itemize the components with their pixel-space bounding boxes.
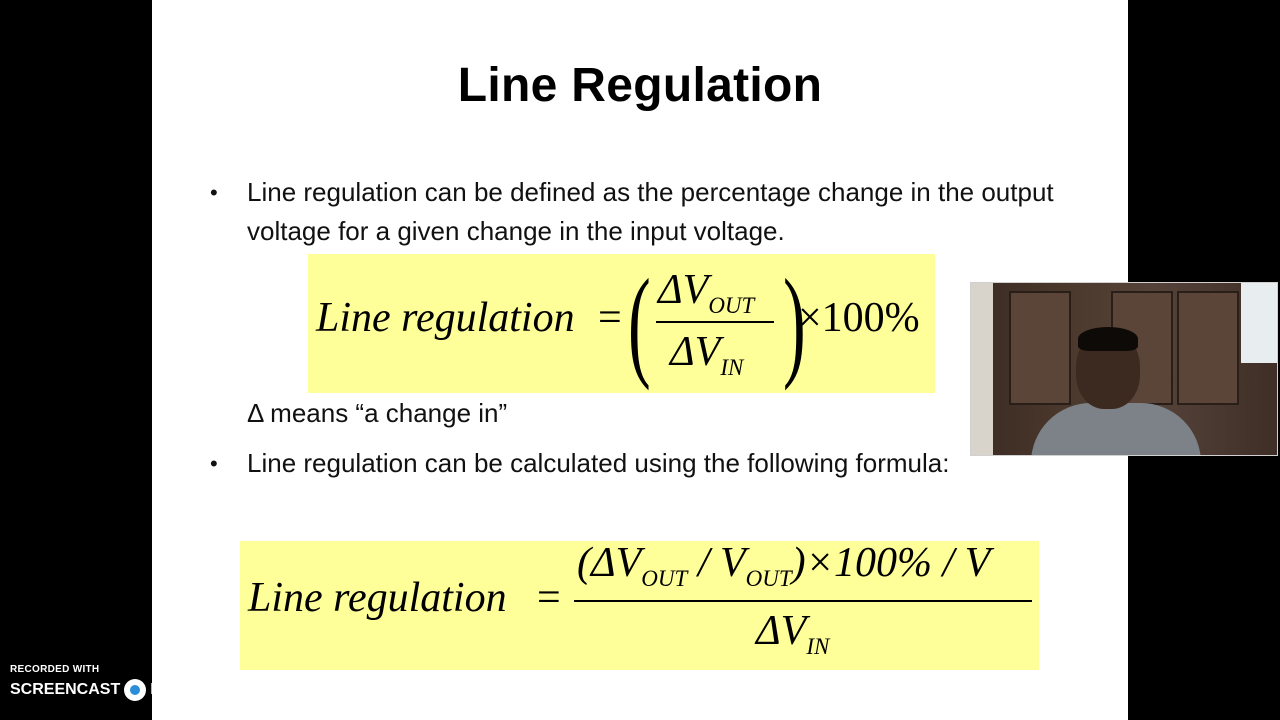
bullet-dot: • — [210, 451, 218, 476]
formula1-right-paren: ) — [783, 254, 806, 391]
bullet-formula-intro-text: Line regulation can be calculated using … — [247, 448, 950, 478]
formula2-equals: = — [537, 575, 561, 621]
webcam-wall — [971, 283, 993, 455]
watermark-recorded-with: RECORDED WITH — [10, 664, 100, 675]
bullet-definition: • Line regulation can be defined as the … — [210, 173, 1067, 251]
formula1-denominator: ΔVIN — [670, 329, 744, 380]
watermark-brand-left: SCREENCAST — [10, 681, 121, 698]
formula1-left-paren: ( — [628, 254, 651, 391]
watermark-brand-right: MATIC — [150, 681, 200, 698]
delta-note: Δ means “a change in” — [247, 398, 508, 428]
formula1-fraction-bar — [656, 321, 774, 323]
formula1-equals: = — [598, 295, 622, 341]
webcam-person-body — [1031, 403, 1201, 455]
slide: Line Regulation • Line regulation can be… — [152, 0, 1128, 720]
webcam-window-light — [1241, 283, 1277, 363]
bullet-dot: • — [210, 180, 218, 205]
formula2-lhs: Line regulation — [248, 575, 507, 621]
formula1-lhs: Line regulation — [316, 295, 575, 341]
webcam-cabinet-door — [1177, 291, 1239, 405]
screencast-logo-icon — [124, 679, 147, 701]
formula1-numerator: ΔVOUT — [658, 267, 755, 318]
watermark-brand: SCREENCAST MATIC — [10, 679, 200, 701]
formula2-numerator: (ΔVOUT / VOUT)×100% / V — [577, 540, 991, 591]
slide-title: Line Regulation — [457, 59, 823, 112]
formula-line-regulation-per-volt: Line regulation = (ΔVOUT / VOUT)×100% / … — [240, 540, 1039, 670]
formula1-times-100: ×100% — [798, 295, 920, 341]
formula2-denominator: ΔVIN — [756, 608, 830, 659]
formula2-fraction-bar — [574, 600, 1032, 602]
webcam-cabinet-door — [1009, 291, 1071, 405]
webcam-overlay — [970, 282, 1278, 456]
formula-line-regulation-percent: Line regulation = ( ΔVOUT ΔVIN ) ×100% — [308, 254, 935, 393]
webcam-person-hair — [1078, 327, 1138, 351]
bullet-formula-intro: • Line regulation can be calculated usin… — [210, 444, 1077, 483]
bullet-definition-text: Line regulation can be defined as the pe… — [247, 177, 1054, 246]
screencast-watermark: RECORDED WITH SCREENCAST MATIC — [10, 664, 200, 701]
